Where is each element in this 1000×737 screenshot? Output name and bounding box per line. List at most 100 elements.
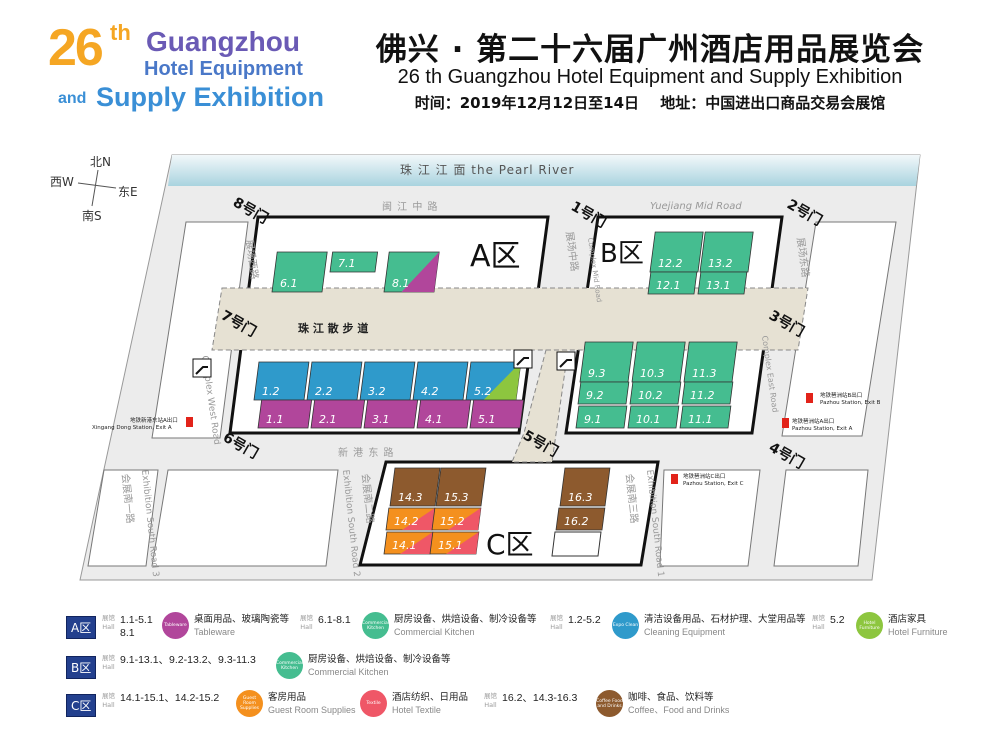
booth-15-3[interactable]: 15.3 [435, 467, 487, 507]
booth-3-2[interactable]: 3.2 [359, 361, 416, 401]
booth-2-2[interactable]: 2.2 [306, 361, 363, 401]
logo-suffix: th [110, 20, 131, 45]
zone-badge: B区 [66, 656, 97, 679]
booth-12-1[interactable]: 12.1 [647, 271, 698, 295]
booth-label: 1.1 [266, 413, 284, 426]
hall-range: 8.1 [120, 627, 135, 639]
hall-key-en: Hall [102, 663, 115, 671]
hall-key-cn: 展馆 [300, 614, 313, 622]
booth-4-2[interactable]: 4.2 [412, 361, 469, 401]
booth-1-1[interactable]: 1.1 [257, 399, 313, 429]
logo-line: Guangzhou [146, 26, 300, 57]
booth-11-3[interactable]: 11.3 [683, 341, 738, 383]
zone-badge: A区 [66, 616, 97, 639]
booth-4-1[interactable]: 4.1 [416, 399, 472, 429]
booth-10-1[interactable]: 10.1 [627, 405, 680, 429]
booth-shape [469, 399, 525, 429]
metro-icon [806, 393, 813, 403]
booth-shape-secondary [483, 362, 521, 400]
booth-7-1[interactable]: 7.1 [329, 251, 379, 273]
hall-numbers: 9.1-13.1、9.2-13.2、9.3-11.3 [120, 654, 256, 667]
booth-13-1[interactable]: 13.1 [697, 271, 748, 295]
category-cn: 桌面用品、玻璃陶瓷等 [194, 614, 290, 625]
hall-range: 9.1-13.1、9.2-13.2、9.3-11.3 [120, 654, 256, 666]
booth-3-1[interactable]: 3.1 [363, 399, 419, 429]
booth-9-3[interactable]: 9.3 [579, 341, 634, 383]
compass-icon: 北N 西W 东E 南S [50, 155, 138, 223]
hall-numbers: 6.1-8.1 [318, 614, 351, 627]
booth-16-3[interactable]: 16.3 [559, 467, 611, 507]
category-cn: 咖啡、食品、饮料等 [628, 692, 714, 703]
metro-pazhou-b-cn: 地铁琶洲站B出口 [820, 391, 862, 399]
booth-2-1[interactable]: 2.1 [310, 399, 366, 429]
metro-icon [671, 474, 678, 484]
booth-label: 6.1 [280, 277, 298, 290]
booth-shape [697, 271, 748, 295]
logo-line: and [58, 90, 87, 107]
booth-13-2[interactable]: 13.2 [699, 231, 754, 273]
booth-9-2[interactable]: 9.2 [577, 381, 630, 405]
booth-5-2[interactable]: 5.2 [465, 361, 522, 401]
icon-caption: Textile [366, 701, 381, 706]
promenade-connector [511, 349, 569, 463]
compass-west: 西W [50, 175, 74, 189]
booth-11-2[interactable]: 11.2 [681, 381, 734, 405]
booth-shape-secondary [401, 252, 440, 292]
booth-9-1[interactable]: 9.1 [575, 405, 628, 429]
booth-6-1[interactable]: 6.1 [271, 251, 328, 293]
cleaning-icon: Expo Clean [612, 612, 639, 639]
escalator-icon [513, 349, 533, 369]
booth-label: 14.3 [398, 491, 423, 504]
booth-10-3[interactable]: 10.3 [631, 341, 686, 383]
booth-label: 12.2 [658, 257, 683, 270]
booth-shape [271, 251, 328, 293]
booth-shape [559, 467, 611, 507]
south-block-1 [87, 469, 159, 567]
coffee-icon: Coffee Food and Drinks [596, 690, 623, 717]
event-time: 时间：2019年12月12日至14日 [414, 94, 640, 112]
booth-11-1[interactable]: 11.1 [679, 405, 732, 429]
booth-10-2[interactable]: 10.2 [629, 381, 682, 405]
category-en: Guest Room Supplies [268, 705, 356, 715]
hall-key-cn: 展馆 [102, 614, 115, 622]
road-minjiang: 闽 江 中 路 [382, 200, 439, 213]
booth-label: 3.2 [368, 385, 386, 398]
hall-key-cn: 展馆 [102, 654, 115, 662]
hall-key-en: Hall [812, 623, 825, 631]
booth-label: 13.2 [708, 257, 733, 270]
booth-label: 4.1 [425, 413, 443, 426]
booth-15-2[interactable]: 15.2 [431, 507, 482, 531]
event-info: 时间：2019年12月12日至14日 地址：中国进出口商品交易会展馆 [360, 92, 940, 113]
booth-15-1[interactable]: 15.1 [429, 531, 480, 555]
south-block-3 [659, 469, 761, 567]
zone-badge: C区 [66, 694, 97, 717]
booth-label: 10.1 [636, 413, 661, 426]
booth-label: 2.1 [319, 413, 337, 426]
escalator-icon [556, 351, 576, 371]
booth-label: 11.1 [688, 413, 713, 426]
booth-label: 15.1 [438, 539, 463, 552]
booth-14-1[interactable]: 14.1 [383, 531, 434, 555]
booth-label: 3.1 [372, 413, 390, 426]
booth-14-3[interactable]: 14.3 [389, 467, 441, 507]
booth-12-2[interactable]: 12.2 [649, 231, 704, 273]
booth-8-1[interactable]: 8.1 [383, 251, 440, 293]
compass-east: 东E [118, 185, 138, 199]
hall-key-cn: 展馆 [812, 614, 825, 622]
booth-1-2[interactable]: 1.2 [253, 361, 310, 401]
booth-label: 1.2 [262, 385, 280, 398]
booth-14-2[interactable]: 14.2 [385, 507, 436, 531]
category-cn: 厨房设备、烘焙设备、制冷设备等 [308, 654, 451, 665]
booth-shape [329, 251, 379, 273]
metro-icon [782, 418, 789, 428]
booth-label: 15.2 [440, 515, 465, 528]
hall-key-cn: 展馆 [550, 614, 563, 622]
booth-16-2[interactable]: 16.2 [555, 507, 606, 531]
booth-5-1[interactable]: 5.1 [469, 399, 525, 429]
